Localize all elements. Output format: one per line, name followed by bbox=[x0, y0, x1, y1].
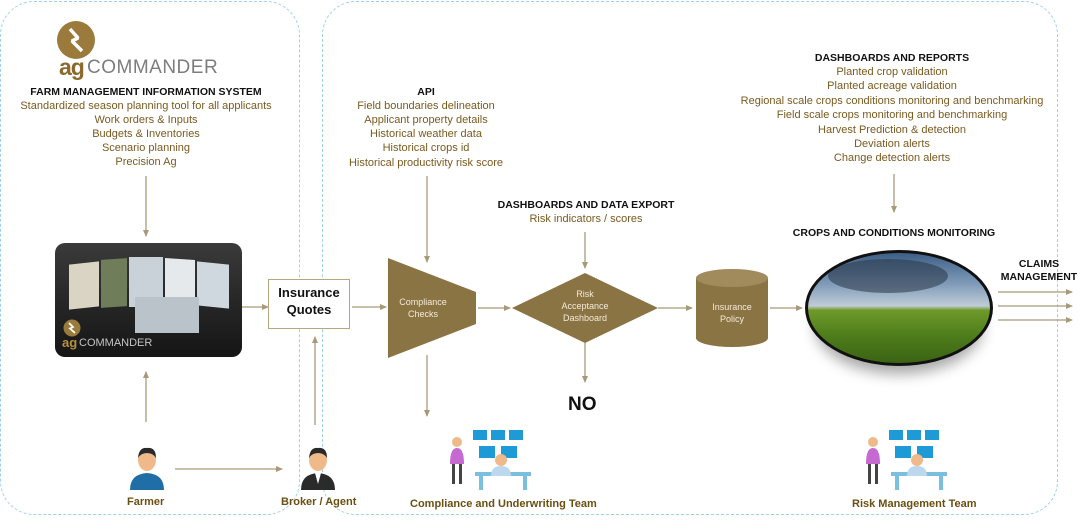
compliance-team-label: Compliance and Underwriting Team bbox=[410, 498, 597, 510]
fmis-item: Budgets & Inventories bbox=[92, 128, 200, 140]
reports-item: Planted acreage validation bbox=[827, 80, 957, 92]
api-item: Field boundaries delineation bbox=[357, 100, 495, 112]
claims-line1: CLAIMS bbox=[1018, 258, 1060, 270]
reports-item: Planted crop validation bbox=[836, 66, 948, 78]
claims-title: CLAIMS MANAGEMENT bbox=[996, 258, 1082, 284]
api-item: Historical crops id bbox=[382, 142, 470, 154]
insurance-quotes-line2: Quotes bbox=[286, 302, 332, 317]
crop-field-image bbox=[805, 250, 993, 366]
screen-tile bbox=[101, 258, 127, 308]
brand-commander: COMMANDER bbox=[87, 57, 219, 78]
farmer-label: Farmer bbox=[127, 496, 165, 508]
insurance-quotes-box: Insurance Quotes bbox=[268, 279, 350, 329]
no-label: NO bbox=[568, 394, 597, 415]
risk-dashboard-shape bbox=[512, 273, 658, 343]
claims-line2: MANAGEMENT bbox=[1000, 271, 1078, 283]
left-region bbox=[0, 1, 300, 515]
laptop-brand-ag: ag bbox=[62, 335, 78, 350]
fmis-item: Scenario planning bbox=[101, 142, 191, 154]
crops-monitoring-title: CROPS AND CONDITIONS MONITORING bbox=[792, 227, 996, 239]
api-item: Applicant property details bbox=[364, 114, 488, 126]
reports-item: Deviation alerts bbox=[854, 138, 930, 150]
brand-logo: ag COMMANDER bbox=[56, 20, 226, 80]
insurance-policy-shape bbox=[696, 269, 768, 347]
broker-label: Broker / Agent bbox=[281, 496, 357, 508]
team-workstation-icon bbox=[866, 430, 947, 490]
reports-item: Harvest Prediction & detection bbox=[818, 124, 966, 136]
insurance-policy-label: Insurance Policy bbox=[712, 302, 752, 324]
export-subtitle: Risk indicators / scores bbox=[529, 213, 643, 225]
reports-title: DASHBOARDS AND REPORTS bbox=[814, 52, 970, 64]
api-item: Historical productivity risk score bbox=[348, 157, 504, 169]
app-screenshot: ag COMMANDER bbox=[55, 243, 242, 357]
risk-dashboard-label: Risk Acceptance Dashboard bbox=[561, 289, 609, 323]
fmis-item: Precision Ag bbox=[115, 156, 177, 168]
right-region bbox=[322, 1, 1058, 515]
fmis-title: FARM MANAGEMENT INFORMATION SYSTEM bbox=[30, 86, 262, 98]
storm-cloud bbox=[828, 259, 948, 293]
risk-team-label: Risk Management Team bbox=[852, 498, 977, 510]
compliance-checks-label: Compliance Checks bbox=[399, 297, 447, 319]
team-workstation-icon bbox=[450, 430, 531, 490]
api-item: Historical weather data bbox=[370, 128, 482, 140]
reports-item: Regional scale crops conditions monitori… bbox=[740, 95, 1044, 107]
ag-logo-icon bbox=[63, 319, 81, 337]
person-icon bbox=[130, 447, 164, 490]
export-title: DASHBOARDS AND DATA EXPORT bbox=[497, 199, 675, 211]
brand-ag: ag bbox=[59, 54, 85, 80]
screen-tile bbox=[69, 261, 99, 310]
reports-item: Field scale crops monitoring and benchma… bbox=[776, 109, 1008, 121]
api-title: API bbox=[417, 86, 435, 98]
ag-logo-icon bbox=[57, 21, 95, 59]
insurance-quotes-line1: Insurance bbox=[278, 285, 340, 300]
person-icon bbox=[301, 447, 335, 490]
fmis-item: Work orders & Inputs bbox=[94, 114, 198, 126]
laptop-brand-commander: COMMANDER bbox=[79, 337, 153, 349]
reports-item: Change detection alerts bbox=[833, 152, 951, 164]
screen-tile bbox=[197, 261, 229, 309]
compliance-checks-shape bbox=[388, 258, 476, 358]
fmis-item: Standardized season planning tool for al… bbox=[20, 100, 272, 112]
screen-tile bbox=[135, 297, 199, 333]
